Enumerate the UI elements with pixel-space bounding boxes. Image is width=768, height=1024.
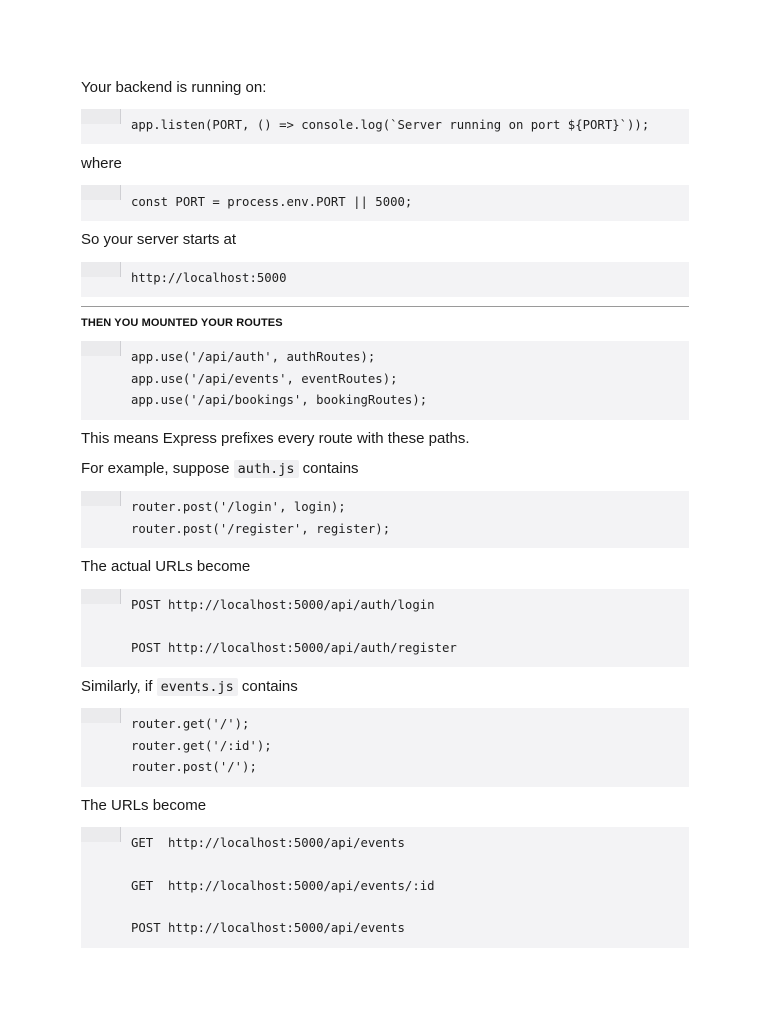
code-line: GET http://localhost:5000/api/events/:id <box>131 878 435 893</box>
inline-code-auth-js: auth.js <box>233 460 299 478</box>
code-block-tab <box>81 491 121 506</box>
code-line-blank <box>131 897 435 918</box>
code-line: http://localhost:5000 <box>131 271 287 285</box>
code-block-localhost: http://localhost:5000 <box>81 262 689 297</box>
paragraph-urls-become: The URLs become <box>81 797 207 814</box>
code-line: app.listen(PORT, () => console.log(`Serv… <box>131 118 650 132</box>
paragraph-text: Similarly, if <box>81 678 153 695</box>
paragraph-server-starts: So your server starts at <box>81 231 237 248</box>
paragraph-where: where <box>81 155 122 172</box>
code-line: router.get('/:id'); <box>131 738 272 753</box>
code-block-tab <box>81 185 121 200</box>
section-heading: THEN YOU MOUNTED YOUR ROUTES <box>81 317 283 329</box>
code-line: POST http://localhost:5000/api/auth/regi… <box>131 640 457 655</box>
code-block-app-listen: app.listen(PORT, () => console.log(`Serv… <box>81 109 689 144</box>
paragraph-similarly-events: Similarly, if events.js contains <box>81 677 298 697</box>
code-block-event-urls: GET http://localhost:5000/api/events GET… <box>81 827 689 948</box>
code-block-tab <box>81 708 121 723</box>
code-line: app.use('/api/events', eventRoutes); <box>131 371 398 386</box>
code-line: POST http://localhost:5000/api/auth/logi… <box>131 598 435 612</box>
code-line: router.post('/login', login); <box>131 500 346 514</box>
horizontal-rule <box>81 306 689 307</box>
code-block-event-routes: router.get('/'); router.get('/:id'); rou… <box>81 708 689 787</box>
code-block-tab <box>81 827 121 842</box>
code-block-tab <box>81 109 121 124</box>
code-line: POST http://localhost:5000/api/events <box>131 921 405 935</box>
paragraph-backend-running: Your backend is running on: <box>81 79 267 96</box>
paragraph-example-auth: For example, suppose auth.js contains <box>81 459 359 479</box>
paragraph-actual-urls: The actual URLs become <box>81 558 251 575</box>
inline-code-events-js: events.js <box>156 678 238 696</box>
code-line: app.use('/api/auth', authRoutes); <box>131 350 376 364</box>
code-block-tab <box>81 262 121 277</box>
paragraph-text: contains <box>302 460 359 477</box>
code-line: app.use('/api/bookings', bookingRoutes); <box>131 393 428 407</box>
code-line: router.post('/'); <box>131 760 257 774</box>
code-line-blank <box>131 617 457 638</box>
code-line: const PORT = process.env.PORT || 5000; <box>131 195 413 209</box>
paragraph-express-prefixes: This means Express prefixes every route … <box>81 430 470 447</box>
code-block-tab <box>81 589 121 604</box>
paragraph-text: For example, suppose <box>81 460 230 477</box>
code-line: GET http://localhost:5000/api/events <box>131 836 405 850</box>
code-line-blank <box>131 855 435 876</box>
code-block-auth-urls: POST http://localhost:5000/api/auth/logi… <box>81 589 689 667</box>
code-block-auth-routes: router.post('/login', login); router.pos… <box>81 491 689 548</box>
code-block-tab <box>81 341 121 356</box>
paragraph-text: contains <box>241 678 298 695</box>
code-block-app-use: app.use('/api/auth', authRoutes); app.us… <box>81 341 689 420</box>
code-line: router.get('/'); <box>131 717 250 731</box>
code-line: router.post('/register', register); <box>131 521 391 536</box>
code-block-port-const: const PORT = process.env.PORT || 5000; <box>81 185 689 221</box>
